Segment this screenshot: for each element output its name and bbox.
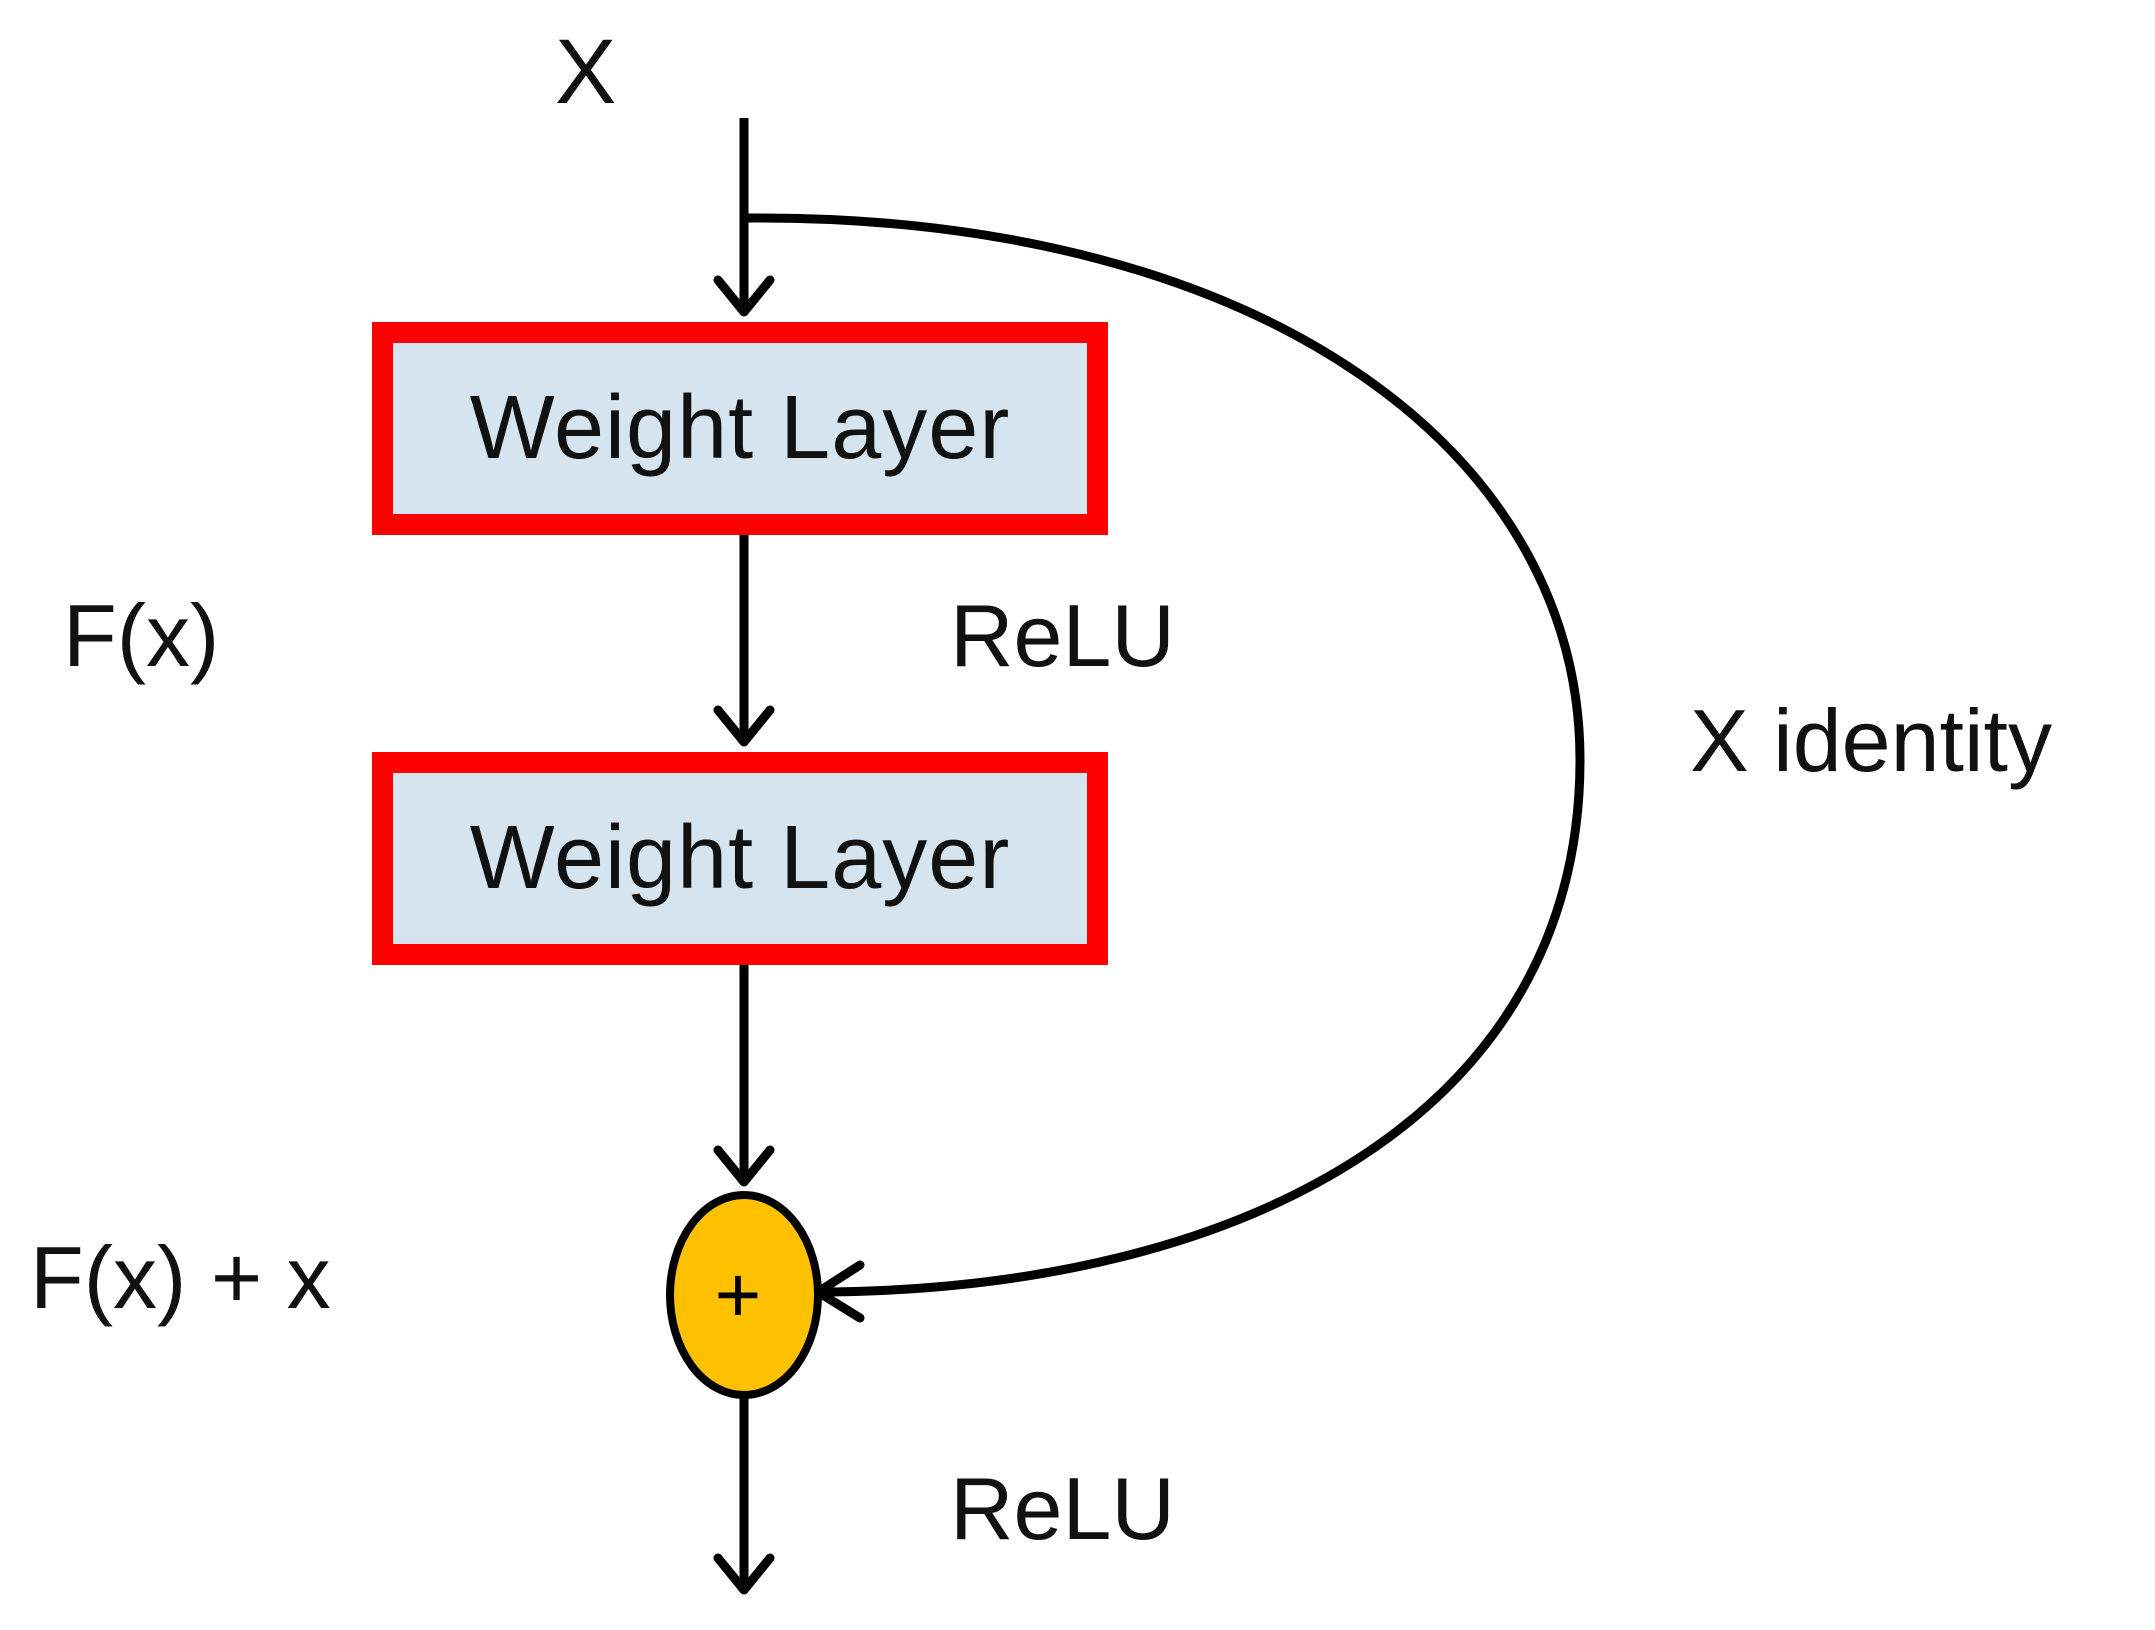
weight-layer-1-label: Weight Layer xyxy=(469,378,1011,478)
input-arrowhead xyxy=(713,275,775,317)
relu-label-output: ReLU xyxy=(950,1459,1175,1558)
lower-arrowhead xyxy=(713,1145,775,1187)
output-arrowhead xyxy=(713,1553,775,1595)
middle-arrowhead xyxy=(713,705,775,747)
relu-label-middle: ReLU xyxy=(950,586,1175,685)
weight-layer-2: Weight Layer xyxy=(372,752,1108,965)
input-label: X xyxy=(555,21,617,123)
identity-skip-connection xyxy=(744,213,1585,1297)
identity-label: X identity xyxy=(1690,691,2052,790)
sum-label: F(x) + x xyxy=(30,1228,331,1327)
add-node-symbol: + xyxy=(715,1250,762,1339)
weight-layer-2-label: Weight Layer xyxy=(469,808,1011,908)
residual-function-label: F(x) xyxy=(63,586,220,685)
weight-layer-1: Weight Layer xyxy=(372,322,1108,535)
